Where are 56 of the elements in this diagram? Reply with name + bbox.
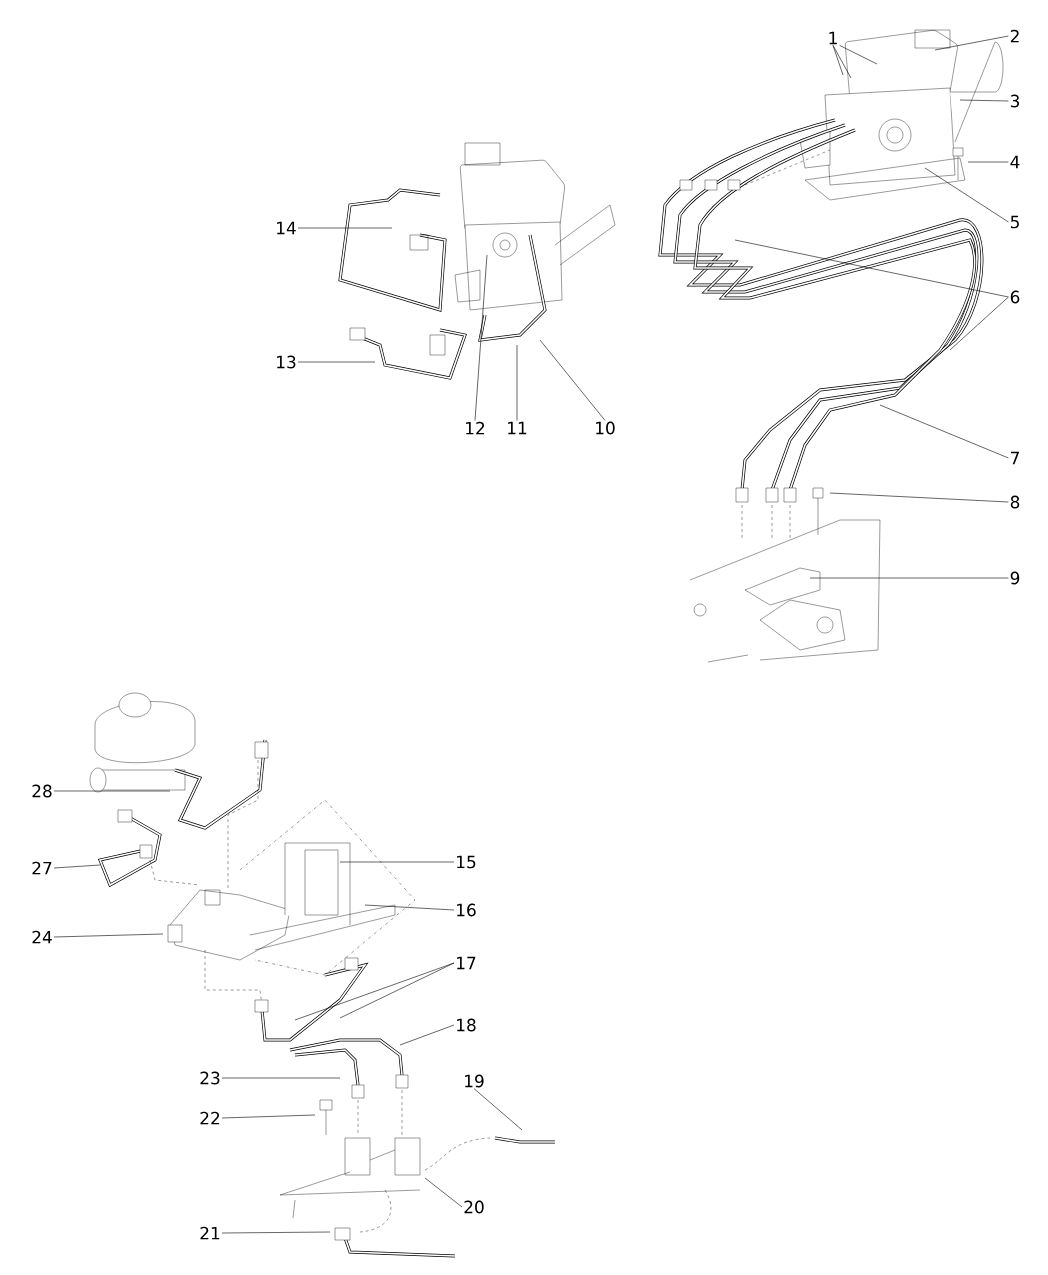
- leader-line: [294, 962, 455, 1021]
- leader-line: [832, 45, 852, 79]
- leader-line: [879, 404, 1009, 459]
- leader-line: [424, 1177, 463, 1208]
- callout-number: 19: [465, 1074, 484, 1088]
- leader-line: [967, 161, 1009, 163]
- leader-line: [221, 1231, 331, 1234]
- callout-number: 10: [596, 421, 615, 435]
- leader-line: [539, 339, 606, 421]
- callout-number: 20: [464, 1200, 484, 1214]
- leader-line: [339, 962, 455, 1019]
- callout-number: 18: [457, 1018, 476, 1032]
- leader-line: [53, 790, 171, 792]
- leader-line: [934, 35, 1009, 51]
- callout-number: 22: [200, 1111, 220, 1125]
- callout-number: 24: [32, 930, 52, 944]
- leader-line: [839, 45, 878, 65]
- callout-number: 23: [200, 1071, 220, 1085]
- callout-number: 2: [1010, 29, 1019, 43]
- callout-number: 9: [1010, 571, 1020, 585]
- callout-number: 27: [32, 861, 52, 875]
- leader-line: [221, 1077, 341, 1079]
- leader-line: [474, 254, 488, 421]
- callout-number: 21: [200, 1226, 220, 1240]
- callout-number: 8: [1010, 495, 1020, 509]
- callout-number: 13: [277, 355, 296, 369]
- leader-line: [516, 344, 518, 421]
- leader-line: [809, 577, 1009, 579]
- leader-line: [829, 492, 1009, 503]
- callout-number: 12: [466, 421, 485, 435]
- callout-number: 16: [457, 903, 476, 917]
- callout-number: 28: [32, 784, 52, 798]
- callout-number: 7: [1011, 451, 1019, 465]
- leader-line: [734, 239, 1009, 298]
- callout-number: 15: [457, 855, 476, 869]
- callout-number: 3: [1010, 94, 1020, 108]
- callout-number: 5: [1010, 215, 1019, 229]
- leader-line: [364, 904, 455, 911]
- leader-line: [959, 99, 1009, 102]
- leader-line: [832, 45, 844, 76]
- leader-line: [221, 1114, 316, 1119]
- callout-number: 6: [1010, 290, 1020, 304]
- leader-line: [297, 227, 393, 229]
- callout-number: 17: [457, 956, 476, 970]
- leader-line: [297, 361, 376, 363]
- leader-line: [339, 861, 455, 863]
- callout-number: 11: [508, 421, 527, 435]
- callout-number: 14: [277, 221, 296, 235]
- callout-number: 4: [1010, 155, 1020, 169]
- leader-line: [924, 167, 1009, 223]
- leader-line: [473, 1088, 523, 1131]
- leader-line: [949, 296, 1009, 351]
- leader-line: [399, 1024, 455, 1046]
- leader-line: [53, 933, 164, 938]
- callout-number: 1: [829, 31, 837, 45]
- leader-line: [53, 864, 101, 869]
